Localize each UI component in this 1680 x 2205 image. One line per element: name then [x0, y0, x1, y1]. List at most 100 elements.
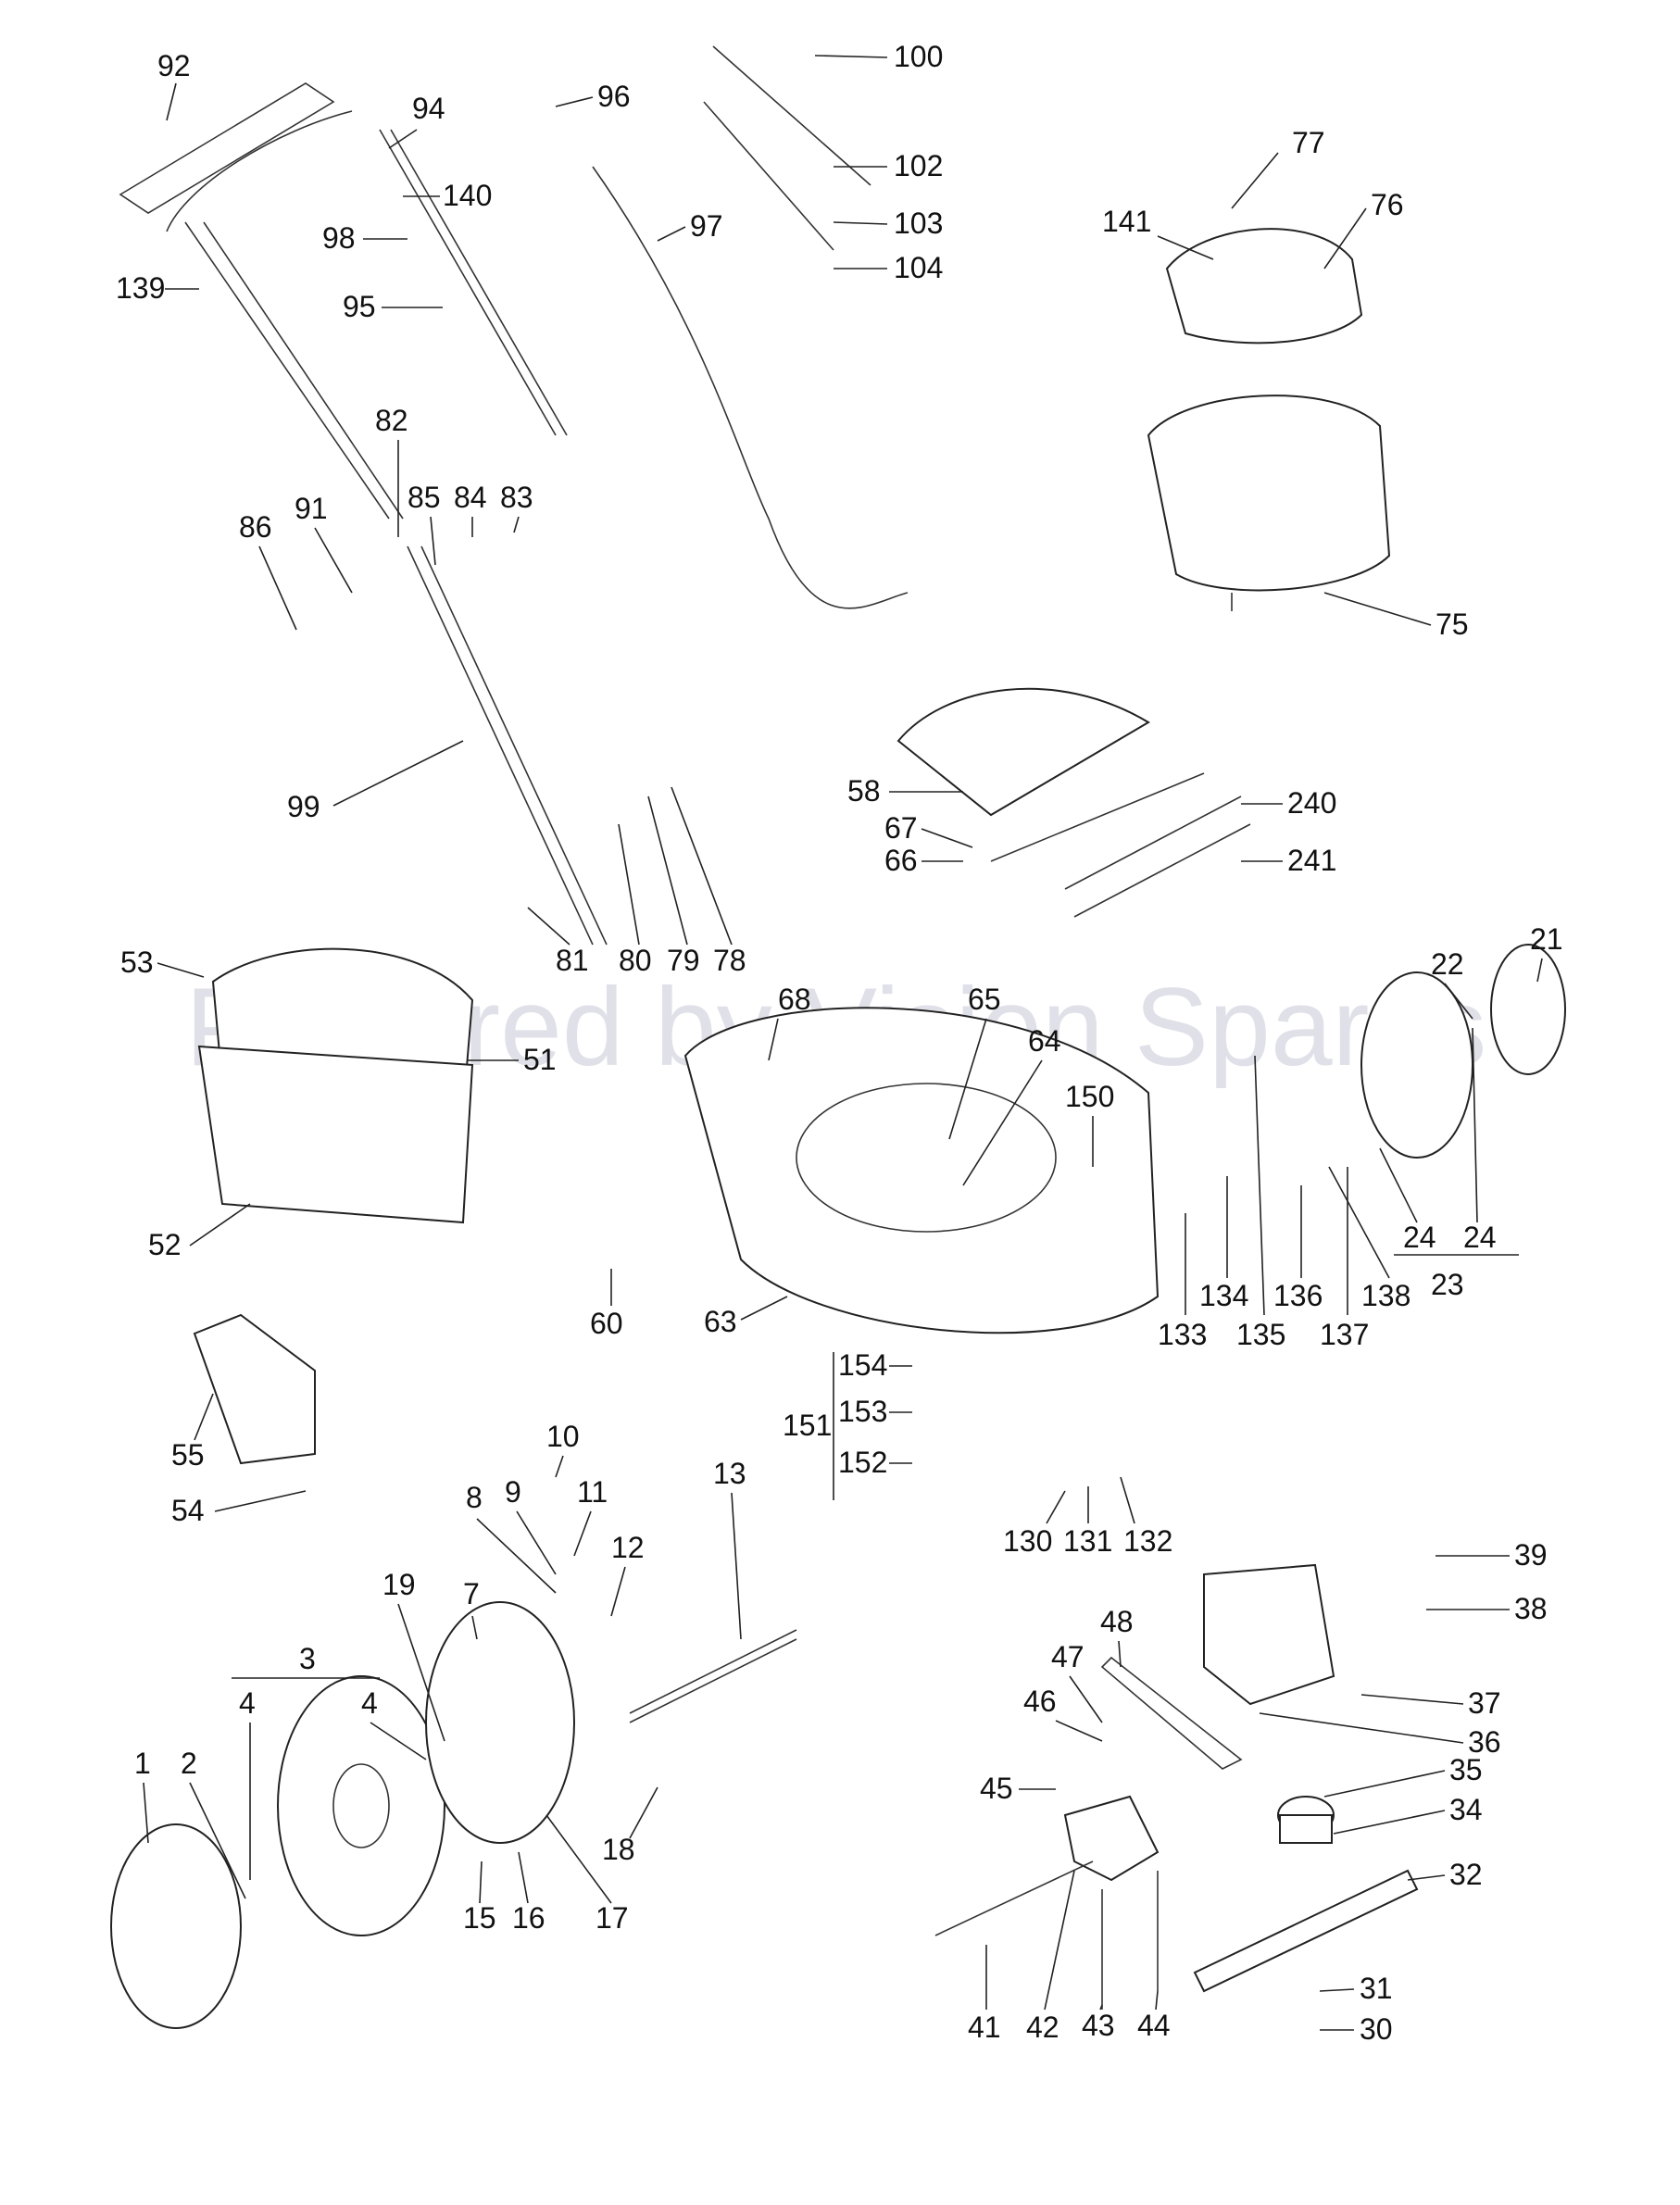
callout-136: 136	[1273, 1185, 1323, 1312]
svg-text:8: 8	[466, 1481, 483, 1514]
svg-text:240: 240	[1287, 786, 1336, 820]
control-rod	[379, 129, 568, 436]
callout-102: 102	[834, 149, 943, 182]
callout-240: 240	[1241, 786, 1336, 820]
svg-text:92: 92	[157, 49, 191, 82]
callout-132: 132	[1120, 1476, 1172, 1558]
svg-text:41: 41	[968, 2011, 1001, 2044]
svg-text:47: 47	[1051, 1640, 1084, 1673]
grass-bag	[197, 947, 474, 1224]
svg-text:22: 22	[1431, 947, 1464, 981]
callout-153: 153	[838, 1395, 912, 1428]
callout-41: 41	[968, 1945, 1001, 2044]
callout-31: 31	[1319, 1972, 1393, 2005]
callout-137: 137	[1320, 1167, 1369, 1351]
svg-text:4: 4	[239, 1686, 256, 1720]
svg-text:138: 138	[1361, 1279, 1410, 1312]
svg-text:63: 63	[704, 1305, 737, 1338]
callout-130: 130	[1003, 1490, 1066, 1558]
svg-text:12: 12	[611, 1531, 645, 1564]
svg-text:132: 132	[1123, 1524, 1172, 1558]
svg-text:43: 43	[1082, 2009, 1115, 2042]
belt-cover	[1203, 1563, 1335, 1706]
hubcap-left	[110, 1823, 242, 2029]
svg-text:68: 68	[778, 983, 811, 1016]
svg-text:37: 37	[1468, 1686, 1501, 1720]
callout-63: 63	[704, 1296, 788, 1338]
svg-text:24: 24	[1463, 1221, 1497, 1254]
callout-54: 54	[171, 1490, 307, 1527]
svg-text:153: 153	[838, 1395, 887, 1428]
svg-text:140: 140	[443, 179, 492, 212]
callout-9: 9	[505, 1475, 557, 1575]
svg-text:133: 133	[1158, 1318, 1207, 1351]
callout-140: 140	[403, 179, 492, 212]
throttle-cable	[592, 166, 909, 609]
gearbox	[934, 1795, 1160, 2010]
svg-text:136: 136	[1273, 1279, 1323, 1312]
callout-139: 139	[116, 271, 199, 305]
engine	[1147, 395, 1391, 611]
drive-cable	[703, 45, 871, 251]
svg-text:36: 36	[1468, 1725, 1501, 1759]
mower-deck	[683, 1007, 1160, 1334]
svg-text:9: 9	[505, 1475, 521, 1509]
callout-83: 83	[500, 481, 533, 533]
svg-text:58: 58	[847, 774, 881, 808]
svg-text:55: 55	[171, 1438, 205, 1472]
callout-47: 47	[1051, 1640, 1103, 1723]
callout-103: 103	[833, 207, 943, 240]
callout-55: 55	[171, 1393, 214, 1472]
callout-65: 65	[948, 983, 1001, 1140]
svg-text:98: 98	[322, 221, 356, 255]
callout-80: 80	[618, 823, 652, 977]
callout-24b: 24	[1463, 1027, 1497, 1254]
callout-45: 45	[980, 1772, 1056, 1805]
callout-4b: 4	[361, 1686, 427, 1760]
hubcap-right	[1490, 944, 1566, 1075]
callout-98: 98	[322, 221, 407, 255]
svg-text:95: 95	[343, 290, 376, 323]
svg-text:54: 54	[171, 1494, 205, 1527]
svg-text:86: 86	[239, 510, 272, 544]
callout-34: 34	[1333, 1793, 1483, 1835]
callout-53: 53	[120, 946, 205, 979]
callout-95: 95	[343, 290, 443, 323]
callout-78: 78	[671, 786, 746, 977]
callout-81: 81	[527, 907, 589, 977]
blade-adaptor	[1277, 1796, 1335, 1844]
callout-42: 42	[1026, 1870, 1075, 2044]
callout-138: 138	[1328, 1166, 1410, 1312]
svg-text:103: 103	[894, 207, 943, 240]
callout-8: 8	[466, 1481, 557, 1594]
svg-text:78: 78	[713, 944, 746, 977]
callout-99: 99	[287, 740, 464, 823]
svg-text:65: 65	[968, 983, 1001, 1016]
callout-24: 24	[1379, 1147, 1436, 1254]
rear-axle	[629, 1629, 797, 1723]
callout-133: 133	[1158, 1213, 1207, 1351]
svg-text:151: 151	[783, 1409, 832, 1442]
callout-86: 86	[239, 510, 297, 631]
callout-2: 2	[181, 1747, 246, 1899]
svg-text:104: 104	[894, 251, 943, 284]
svg-text:81: 81	[556, 944, 589, 977]
callout-97: 97	[657, 209, 723, 243]
svg-text:97: 97	[690, 209, 723, 243]
svg-text:96: 96	[597, 80, 631, 113]
callout-154: 154	[838, 1348, 912, 1382]
callout-67: 67	[884, 811, 973, 848]
callout-7: 7	[463, 1577, 480, 1640]
callout-15: 15	[463, 1860, 496, 1935]
svg-text:141: 141	[1102, 205, 1151, 238]
svg-text:16: 16	[512, 1901, 545, 1935]
callout-91: 91	[295, 492, 353, 594]
callout-64: 64	[962, 1024, 1061, 1186]
svg-text:44: 44	[1137, 2009, 1171, 2042]
callout-131: 131	[1063, 1486, 1112, 1558]
callout-13: 13	[713, 1457, 746, 1640]
callout-51: 51	[468, 1043, 557, 1076]
svg-text:23: 23	[1431, 1268, 1464, 1301]
callout-11: 11	[573, 1475, 608, 1557]
callout-16: 16	[512, 1851, 545, 1935]
